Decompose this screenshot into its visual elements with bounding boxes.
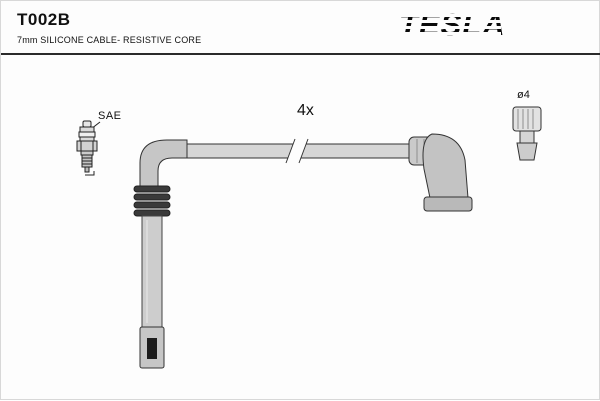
cable-assembly-illustration	[133, 133, 473, 369]
right-boot-body	[422, 133, 469, 199]
header-divider	[1, 53, 600, 55]
part-number: T002B	[17, 10, 71, 29]
quantity-label: 4x	[297, 102, 314, 119]
diameter-label: ø4	[517, 89, 530, 101]
left-boot-ribs	[133, 185, 171, 217]
right-boot-skirt	[423, 196, 473, 212]
left-boot-shaft	[141, 215, 163, 328]
terminal-connector-illustration	[512, 106, 542, 161]
product-subtitle: 7mm SILICONE CABLE- RESISTIVE CORE	[17, 35, 202, 45]
sae-label: SAE	[98, 110, 122, 122]
cable-break-gap	[287, 142, 307, 160]
left-boot-window	[147, 338, 157, 359]
spark-plug-illustration	[76, 120, 101, 176]
cable-break-slash	[298, 138, 309, 164]
left-boot-elbow	[139, 139, 188, 188]
cable-break-slash	[285, 138, 296, 164]
